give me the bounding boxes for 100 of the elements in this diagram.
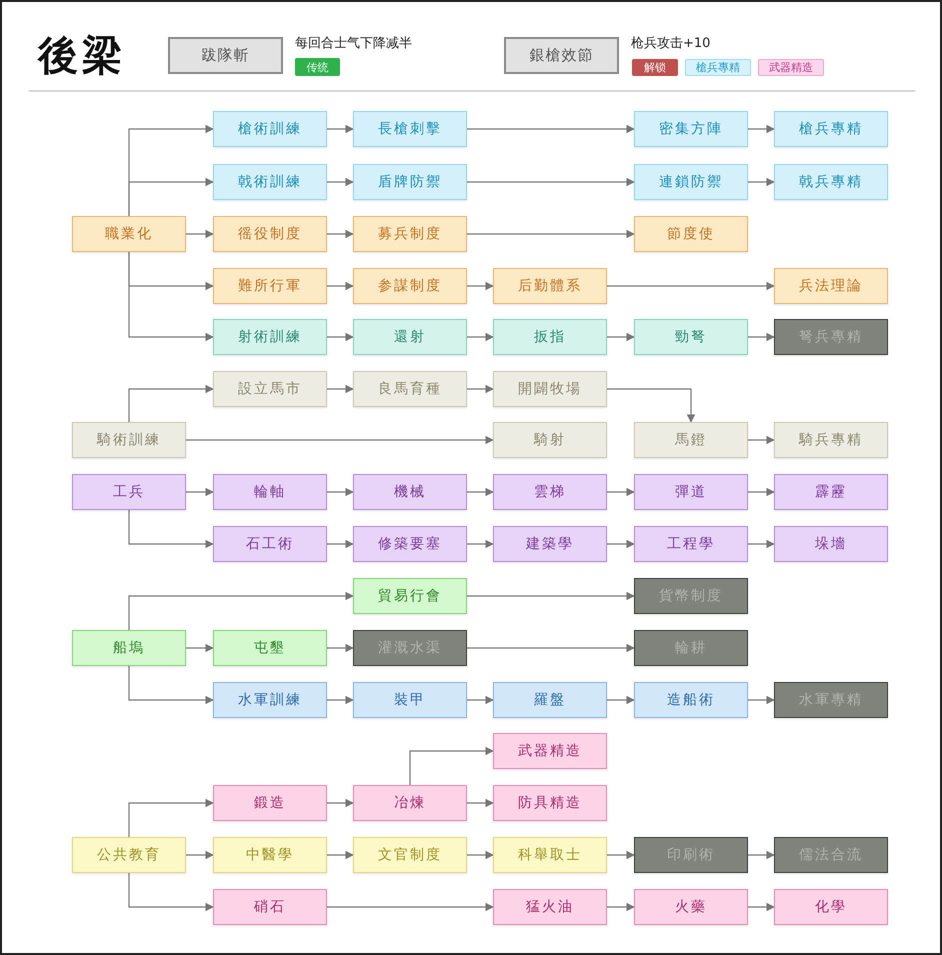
skill-button: 銀槍效節 <box>504 37 619 74</box>
arrow <box>607 540 635 548</box>
tech-box: 文官制度 <box>353 837 467 873</box>
tech-box: 密集方陣 <box>634 111 748 147</box>
arrow <box>467 332 494 342</box>
tech-box: 参謀制度 <box>353 268 467 304</box>
arrow <box>327 850 354 860</box>
arrow <box>467 282 494 290</box>
arrow <box>607 332 635 342</box>
tech-box: 難所行軍 <box>213 268 327 304</box>
arrow <box>327 902 494 912</box>
tech-box: 雲梯 <box>493 474 607 510</box>
arrow <box>186 644 214 652</box>
tag-label: 武器精造 <box>758 59 824 76</box>
arrow <box>327 488 354 496</box>
tag-label: 传统 <box>295 58 340 76</box>
arrow <box>748 696 775 704</box>
tech-box: 扳指 <box>493 319 607 355</box>
tech-box: 工程學 <box>634 526 748 562</box>
arrow <box>327 230 354 238</box>
tech-box: 連鎖防禦 <box>634 164 748 200</box>
tech-box: 化學 <box>774 889 888 925</box>
tech-box: 設立馬市 <box>213 371 327 407</box>
tech-box: 勁弩 <box>634 319 748 355</box>
tech-box: 兵法理論 <box>774 268 888 304</box>
arrow <box>409 746 494 785</box>
arrow <box>607 488 635 496</box>
tech-box: 開闢牧場 <box>493 371 607 407</box>
title: 後梁 <box>38 31 126 81</box>
arrow <box>327 178 354 186</box>
arrow <box>327 332 354 342</box>
arrow <box>186 488 214 496</box>
tech-box: 中醫學 <box>213 837 327 873</box>
arrow <box>128 252 214 342</box>
tech-box: 騎術訓練 <box>72 422 186 458</box>
arrow <box>748 902 775 912</box>
tech-box: 防具精造 <box>493 785 607 821</box>
tech-box: 戟兵專精 <box>774 164 888 200</box>
tech-box: 霹靂 <box>774 474 888 510</box>
arrow <box>467 488 494 496</box>
tech-box: 公共教育 <box>72 837 186 873</box>
arrow <box>748 124 775 134</box>
tech-box: 槍兵專精 <box>774 111 888 147</box>
tech-box: 還射 <box>353 319 467 355</box>
arrow <box>327 282 354 290</box>
tech-box: 修築要塞 <box>353 526 467 562</box>
arrow <box>467 592 635 600</box>
arrow <box>327 696 354 704</box>
arrow <box>327 798 354 808</box>
arrow <box>748 540 775 548</box>
tech-box: 造船術 <box>634 682 748 718</box>
tech-box: 良馬育種 <box>353 371 467 407</box>
tech-box: 后勤體系 <box>493 268 607 304</box>
tech-box: 工兵 <box>72 474 186 510</box>
arrow <box>607 696 635 704</box>
arrow <box>607 850 635 860</box>
tech-box: 徭役制度 <box>213 216 327 252</box>
tech-box: 硝石 <box>213 889 327 925</box>
arrow <box>186 230 214 238</box>
tech-box: 鍛造 <box>213 785 327 821</box>
effect-text: 枪兵攻击+10 <box>631 35 710 52</box>
tech-box: 石工術 <box>213 526 327 562</box>
arrow <box>467 696 494 704</box>
tag-label: 解锁 <box>632 59 678 76</box>
tech-box: 武器精造 <box>493 733 607 769</box>
arrow <box>327 384 354 394</box>
tech-box: 貿易行會 <box>353 578 467 614</box>
arrow <box>607 902 635 912</box>
arrow <box>327 644 354 652</box>
arrow <box>186 850 214 860</box>
arrow <box>128 510 214 548</box>
arrow <box>467 540 494 548</box>
tech-box: 科舉取士 <box>493 837 607 873</box>
tech-box: 槍術訓練 <box>213 111 327 147</box>
tech-box: 節度使 <box>634 216 748 252</box>
arrow <box>128 592 354 630</box>
tech-box: 長槍刺擊 <box>353 111 467 147</box>
arrow <box>467 798 494 808</box>
arrow <box>467 230 635 238</box>
arrow <box>186 436 494 444</box>
tech-box: 猛火油 <box>493 889 607 925</box>
tech-box: 騎射 <box>493 422 607 458</box>
arrow <box>128 666 214 704</box>
arrow <box>607 388 696 423</box>
arrow <box>128 384 214 422</box>
tech-box: 冶煉 <box>353 785 467 821</box>
arrow <box>327 124 354 134</box>
tech-box: 彈道 <box>634 474 748 510</box>
arrow <box>467 178 635 186</box>
tech-box: 屯墾 <box>213 630 327 666</box>
arrow <box>748 178 775 186</box>
arrow <box>128 873 214 912</box>
arrow <box>748 332 775 342</box>
arrow <box>128 798 214 837</box>
tech-box: 馬鐙 <box>634 422 748 458</box>
tech-box: 建築學 <box>493 526 607 562</box>
arrow <box>467 850 494 860</box>
tech-box: 職業化 <box>72 216 186 252</box>
tech-box: 募兵制度 <box>353 216 467 252</box>
arrow <box>467 384 494 394</box>
